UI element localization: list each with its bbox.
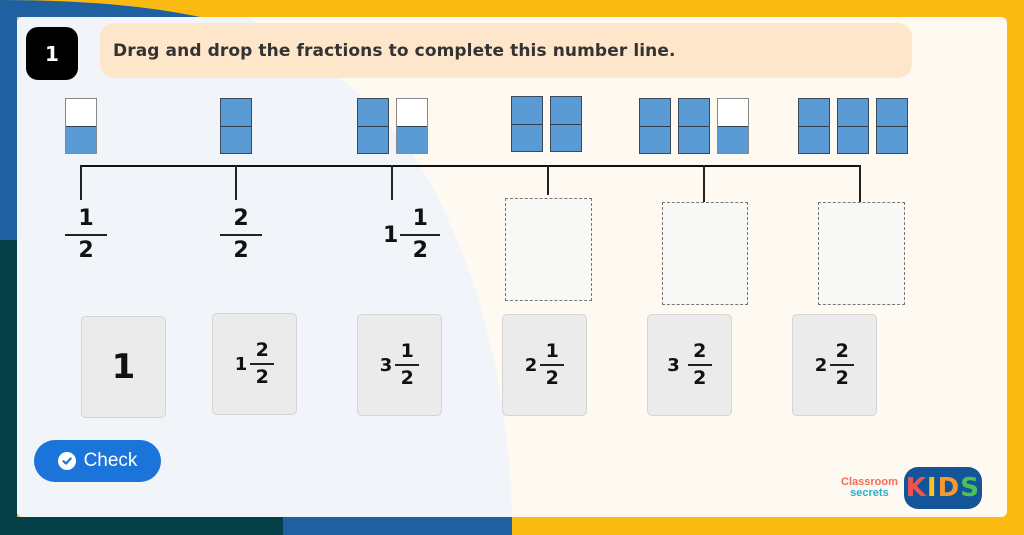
fraction-tile-1[interactable]: 1	[81, 316, 166, 418]
number-line-tick	[859, 165, 861, 203]
bar-full	[639, 98, 671, 154]
fraction-tile-4[interactable]: 2 1 2	[502, 314, 587, 416]
bar-model-6	[798, 98, 908, 156]
bar-model-3	[357, 98, 428, 156]
bar-half-filled	[396, 98, 428, 154]
fraction: 1 2	[540, 341, 565, 389]
number-line-tick	[391, 165, 393, 200]
bar-full	[798, 98, 830, 154]
question-card: 1 Drag and drop the fractions to complet…	[17, 17, 1007, 517]
bar-model-5	[639, 98, 749, 156]
fraction: 2 2	[687, 341, 712, 389]
bar-model-4	[511, 96, 582, 154]
bar-half-filled	[717, 98, 749, 154]
check-button[interactable]: Check	[34, 440, 161, 482]
check-button-label: Check	[83, 450, 138, 471]
fraction: 2 2	[220, 207, 262, 263]
fraction-tile-5[interactable]: 3 2 2	[647, 314, 732, 416]
bar-full	[837, 98, 869, 154]
fraction: 1 2	[400, 207, 441, 263]
bar-model-2	[220, 98, 252, 156]
bar-model-1	[65, 98, 97, 156]
drop-zone-1[interactable]	[505, 198, 592, 301]
bar-full	[220, 98, 252, 154]
fraction-tile-3[interactable]: 3 1 2	[357, 314, 442, 416]
bar-full	[511, 96, 543, 152]
number-line-tick	[235, 165, 237, 200]
instruction-text: Drag and drop the fractions to complete …	[113, 40, 676, 61]
classroom-secrets-logo: Classroom secrets	[841, 476, 898, 499]
drop-zone-2[interactable]	[662, 202, 748, 305]
bar-full	[876, 98, 908, 154]
question-number-badge: 1	[26, 27, 78, 80]
number-line-label-1: 1 2	[65, 207, 107, 263]
number-line-tick	[547, 165, 549, 195]
number-line-label-2: 2 2	[220, 207, 262, 263]
fraction: 1 2	[395, 341, 420, 389]
instruction-box: Drag and drop the fractions to complete …	[100, 23, 912, 78]
number-line-label-3: 1 1 2	[383, 207, 441, 263]
check-circle-icon	[57, 452, 76, 470]
fraction: 2 2	[830, 341, 855, 389]
number-line	[80, 165, 860, 167]
drop-zone-3[interactable]	[818, 202, 905, 305]
fraction-tile-2[interactable]: 1 2 2	[212, 313, 297, 415]
bar-half-filled	[65, 98, 97, 154]
bar-full	[550, 96, 582, 152]
bar-full	[678, 98, 710, 154]
number-line-tick	[80, 165, 82, 200]
fraction-tile-6[interactable]: 2 2 2	[792, 314, 877, 416]
bar-full	[357, 98, 389, 154]
number-line-tick	[703, 165, 705, 203]
fraction: 2 2	[250, 340, 275, 388]
fraction: 1 2	[65, 207, 107, 263]
